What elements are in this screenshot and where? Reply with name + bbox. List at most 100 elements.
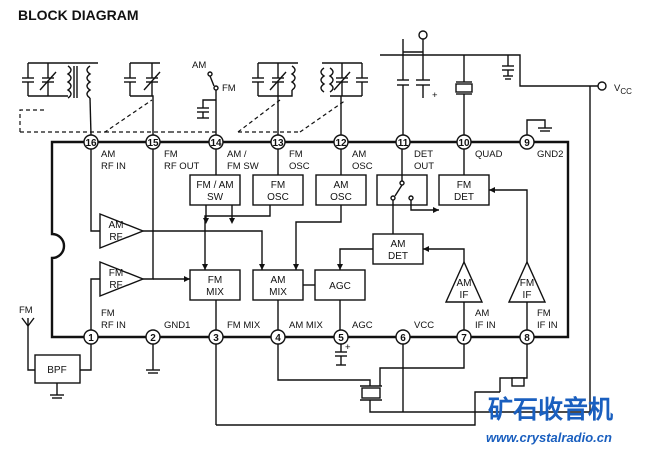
svg-text:OSC: OSC — [267, 192, 289, 203]
svg-text:AM: AM — [475, 308, 489, 319]
svg-text:11: 11 — [398, 138, 409, 149]
svg-text:OUT: OUT — [414, 161, 434, 172]
svg-text:RF OUT: RF OUT — [164, 161, 200, 172]
bpf-block — [34, 354, 81, 384]
svg-text:GND1: GND1 — [164, 320, 190, 331]
pin-12: 12 AM OSC — [333, 134, 373, 172]
svg-text:12: 12 — [335, 138, 347, 149]
pin-3: 3 FM MIX — [208, 320, 261, 345]
svg-text:7: 7 — [461, 333, 467, 344]
pin-4: 4 AM MIX — [270, 320, 323, 345]
svg-text:FM / AM: FM / AM — [196, 180, 233, 191]
svg-text:1: 1 — [88, 333, 94, 344]
pin-1: 1 FM RF IN — [83, 308, 126, 345]
svg-text:MIX: MIX — [206, 287, 224, 298]
svg-text:AGC: AGC — [329, 281, 351, 292]
svg-text:AM: AM — [334, 180, 349, 191]
pin-15: 15 FM RF OUT — [145, 134, 200, 172]
svg-text:10: 10 — [458, 138, 470, 149]
svg-text:FM: FM — [19, 305, 33, 316]
svg-text:SW: SW — [207, 192, 224, 203]
svg-text:BPF: BPF — [47, 365, 66, 376]
svg-text:FM: FM — [537, 308, 551, 319]
svg-text:RF IN: RF IN — [101, 320, 126, 331]
pin-16: 16 AM RF IN — [83, 134, 126, 172]
svg-text:IF: IF — [523, 290, 532, 301]
svg-text:+: + — [345, 342, 351, 353]
am-mix-block: AM MIX — [252, 269, 304, 301]
svg-text:FM: FM — [289, 149, 303, 160]
svg-text:DET: DET — [414, 149, 433, 160]
am-rf-amplifier: AM RF — [99, 212, 145, 250]
svg-text:AM /: AM / — [227, 149, 247, 160]
svg-text:AM: AM — [352, 149, 366, 160]
svg-text:14: 14 — [210, 138, 222, 149]
pin-2: 2 GND1 — [145, 320, 190, 345]
svg-text:IF IN: IF IN — [475, 320, 496, 331]
svg-text:矿石收音机: 矿石收音机 — [488, 395, 613, 424]
svg-text:FM: FM — [271, 180, 285, 191]
svg-text:GND2: GND2 — [537, 149, 563, 160]
svg-text:AGC: AGC — [352, 320, 373, 331]
svg-text:AM: AM — [101, 149, 115, 160]
svg-text:OSC: OSC — [289, 161, 310, 172]
top-pins: 16 AM RF IN 15 FM RF OUT 14 AM / FM SW 1… — [83, 134, 563, 172]
svg-text:13: 13 — [272, 138, 284, 149]
svg-text:6: 6 — [400, 333, 406, 344]
fm-mix-block: FM MIX — [189, 269, 241, 301]
svg-text:9: 9 — [524, 138, 530, 149]
svg-text:FM: FM — [208, 275, 222, 286]
svg-text:5: 5 — [338, 333, 344, 344]
svg-text:www.crystalradio.cn: www.crystalradio.cn — [486, 430, 612, 445]
svg-text:FM: FM — [457, 180, 471, 191]
svg-text:OSC: OSC — [352, 161, 373, 172]
svg-text:IF: IF — [460, 290, 469, 301]
pin-5: 5 AGC — [333, 320, 373, 345]
svg-text:AM: AM — [109, 220, 124, 231]
external-bottom-circuit: FM BPF + — [19, 305, 590, 426]
internal-wiring — [90, 149, 528, 330]
svg-text:RF: RF — [109, 280, 122, 291]
watermark: 矿石收音机 www.crystalradio.cn — [486, 395, 613, 445]
agc-block: AGC — [314, 269, 366, 301]
svg-text:RF IN: RF IN — [101, 161, 126, 172]
svg-text:VCC: VCC — [614, 83, 632, 96]
am-if-amplifier: AM IF — [444, 260, 484, 303]
svg-text:OSC: OSC — [330, 192, 352, 203]
svg-text:AM: AM — [457, 278, 472, 289]
svg-text:RF: RF — [109, 232, 122, 243]
pin-8: 8 FM IF IN — [519, 308, 558, 345]
fm-if-amplifier: FM IF — [507, 260, 547, 303]
svg-text:AM: AM — [391, 239, 406, 250]
diagram-title: BLOCK DIAGRAM — [18, 7, 139, 23]
svg-text:DET: DET — [388, 251, 408, 262]
svg-text:FM: FM — [109, 268, 123, 279]
svg-text:IF IN: IF IN — [537, 320, 558, 331]
svg-text:FM MIX: FM MIX — [227, 320, 261, 331]
svg-text:8: 8 — [524, 333, 530, 344]
svg-text:AM: AM — [271, 275, 286, 286]
svg-text:MIX: MIX — [269, 287, 287, 298]
pin-6: 6 VCC — [395, 320, 434, 345]
svg-text:VCC: VCC — [414, 320, 434, 331]
ic-body — [50, 140, 570, 339]
pin-11: 11 DET OUT — [395, 134, 434, 172]
svg-text:QUAD: QUAD — [475, 149, 503, 160]
svg-text:AM: AM — [192, 60, 206, 71]
svg-text:+: + — [432, 90, 438, 101]
svg-text:2: 2 — [150, 333, 156, 344]
svg-text:15: 15 — [147, 138, 159, 149]
fm-am-sw-block: FM / AM SW — [189, 174, 241, 206]
svg-text:3: 3 — [213, 333, 219, 344]
svg-text:FM: FM — [222, 83, 236, 94]
pin-9: 9 GND2 — [519, 134, 563, 160]
pin-7: 7 AM IF IN — [456, 308, 496, 345]
fm-det-block: FM DET — [438, 174, 490, 206]
svg-text:FM: FM — [101, 308, 115, 319]
svg-text:4: 4 — [275, 333, 281, 344]
pin-13: 13 FM OSC — [270, 134, 310, 172]
fm-rf-amplifier: FM RF — [99, 260, 145, 298]
svg-text:DET: DET — [454, 192, 474, 203]
svg-text:FM: FM — [164, 149, 178, 160]
